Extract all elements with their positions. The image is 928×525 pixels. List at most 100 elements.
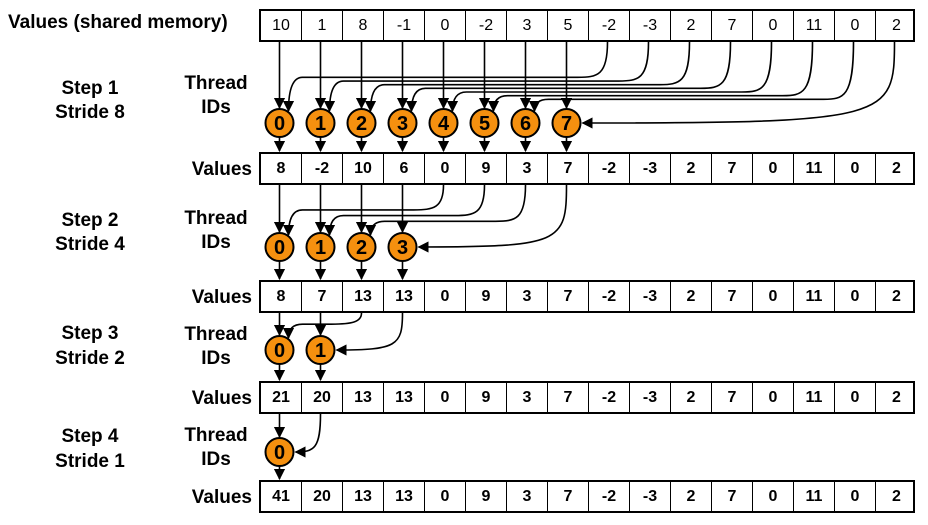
value-cell: 13	[343, 282, 384, 311]
thread-circle	[264, 108, 295, 138]
step-2-stride-label: Stride 4	[55, 234, 125, 255]
value-cell: 2	[671, 282, 712, 311]
thread-id: 0	[274, 442, 285, 464]
value-cell: 0	[753, 282, 794, 311]
value-cell: -2	[466, 11, 507, 40]
value-cell: 3	[507, 482, 548, 511]
value-cell: 2	[671, 482, 712, 511]
value-cell: 0	[835, 11, 876, 40]
value-cell: 11	[794, 11, 835, 40]
thread-id: 3	[397, 113, 408, 135]
value-cell: 10	[261, 11, 302, 40]
value-cell: 13	[343, 482, 384, 511]
stride-arrow	[323, 184, 486, 237]
value-cell: 9	[466, 154, 507, 183]
step-4-ids-label: IDs	[201, 449, 231, 470]
thread-id: 1	[315, 237, 326, 259]
value-cell: 2	[892, 16, 901, 34]
stride-arrow	[528, 41, 855, 113]
thread-id: 5	[479, 113, 490, 135]
value-cell: 8	[261, 282, 302, 311]
thread-circle	[305, 335, 336, 365]
step-4-stride-label: Stride 1	[55, 451, 125, 472]
thread-node: 1	[305, 232, 336, 262]
value-cell: -2	[589, 154, 630, 183]
step-1-stride-label: Stride 8	[55, 102, 125, 123]
thread-node: 0	[264, 335, 295, 365]
thread-node: 0	[264, 232, 295, 262]
value-cell: 20	[302, 383, 343, 412]
thread-circle	[469, 108, 500, 138]
value-cell: 21	[261, 383, 302, 412]
thread-node: 0	[264, 437, 295, 467]
value-cell: 9	[466, 282, 507, 311]
value-cell: 0	[835, 282, 876, 311]
thread-node: 4	[428, 108, 459, 138]
step-3-values-label: Values	[191, 388, 252, 409]
thread-node: 7	[551, 108, 582, 138]
value-cell: 3	[507, 11, 548, 40]
thread-circle	[346, 232, 377, 262]
value-cell: 7	[548, 383, 589, 412]
step-1-values-label: Values	[191, 159, 252, 180]
value-cell: 11	[794, 154, 835, 183]
thread-id: 2	[356, 113, 367, 135]
value-cell: 8	[261, 154, 302, 183]
thread-node: 0	[264, 108, 295, 138]
thread-node: 3	[387, 232, 418, 262]
value-cell: 2	[671, 383, 712, 412]
thread-circle	[346, 108, 377, 138]
value-cell: 7	[712, 154, 753, 183]
step-3-thread-label: Thread	[184, 324, 248, 345]
value-cell: -2	[302, 154, 343, 183]
thread-id: 0	[274, 237, 285, 259]
thread-circle	[428, 108, 459, 138]
thread-circle	[264, 437, 295, 467]
thread-node: 5	[469, 108, 500, 138]
step-2-ids-label: IDs	[201, 232, 231, 253]
value-cell: -2	[589, 383, 630, 412]
value-cell: -3	[630, 482, 671, 511]
step-4-thread-label: Thread	[184, 425, 248, 446]
stride-arrow	[364, 184, 527, 237]
thread-circle	[264, 232, 295, 262]
value-cell: 0	[425, 383, 466, 412]
thread-id: 6	[520, 113, 531, 135]
value-cell: 6	[384, 154, 425, 183]
value-cell: 7	[712, 383, 753, 412]
value-cell: 1	[302, 11, 343, 40]
thread-circle	[305, 232, 336, 262]
value-cell: 0	[753, 154, 794, 183]
value-cell: 13	[384, 482, 425, 511]
thread-node: 2	[346, 108, 377, 138]
value-cell: 11	[794, 383, 835, 412]
value-cell: 0	[425, 282, 466, 311]
stride-arrow	[282, 41, 609, 113]
value-cell: -3	[630, 11, 671, 40]
value-cell: 2	[892, 159, 901, 177]
thread-circle	[264, 335, 295, 365]
value-cell: 3	[507, 383, 548, 412]
thread-node: 6	[510, 108, 541, 138]
value-cell: 2	[892, 287, 901, 305]
thread-node: 1	[305, 108, 336, 138]
thread-circle	[305, 108, 336, 138]
value-cell: -1	[384, 11, 425, 40]
shared-memory-label: Values (shared memory)	[8, 12, 228, 33]
step-2-thread-label: Thread	[184, 208, 248, 229]
stride-arrow	[417, 184, 568, 253]
stride-arrow	[282, 312, 363, 340]
value-cell: 8	[343, 11, 384, 40]
thread-id: 0	[274, 113, 285, 135]
value-cell: 0	[835, 383, 876, 412]
step-2-values-label: Values	[191, 287, 252, 308]
stride-arrow	[323, 41, 650, 113]
step-3-label: Step 3	[61, 323, 119, 344]
value-cell: 0	[753, 11, 794, 40]
value-cell: -3	[630, 383, 671, 412]
